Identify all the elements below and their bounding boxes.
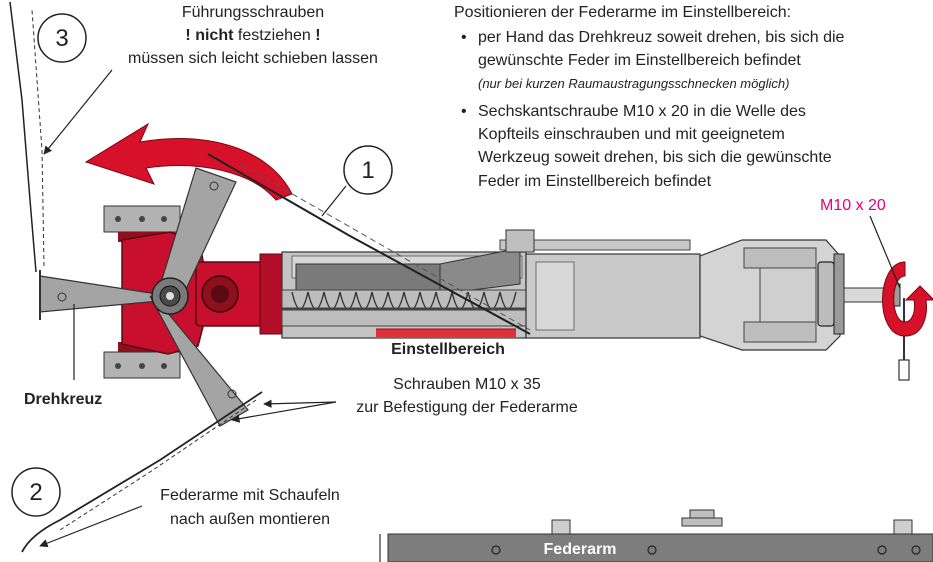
spring-arm-plate	[379, 509, 933, 562]
screws-callout: Schrauben M10 x 35 zur Befestigung der F…	[356, 376, 578, 416]
svg-text:2: 2	[29, 479, 42, 506]
turntable-label: Drehkreuz	[24, 391, 102, 408]
lower-mounting-bracket	[103, 342, 181, 379]
svg-text:3: 3	[55, 25, 68, 52]
spring-arm-label: Federarm	[544, 541, 617, 558]
marker-1: 1	[343, 145, 393, 195]
svg-text:•: •	[461, 29, 467, 46]
svg-text:Schrauben M10 x 35: Schrauben M10 x 35	[393, 376, 541, 393]
svg-text:1: 1	[361, 157, 374, 184]
svg-text:müssen sich leicht schieben la: müssen sich leicht schieben lassen	[128, 50, 378, 67]
marker-3: 3	[37, 13, 87, 63]
svg-text:Sechskantschraube M10 x 20 in: Sechskantschraube M10 x 20 in die Welle …	[478, 103, 806, 120]
svg-text:zur Befestigung der Federarme: zur Befestigung der Federarme	[356, 399, 578, 416]
adjust-zone-label: Einstellbereich	[391, 341, 505, 358]
wrench-tool	[898, 298, 910, 381]
svg-text:gewünschte Feder im Einstellbe: gewünschte Feder im Einstellbereich befi…	[478, 52, 801, 69]
svg-text:•: •	[461, 103, 467, 120]
bolt-size-label: M10 x 20	[820, 197, 886, 214]
svg-text:Federarme mit Schaufeln: Federarme mit Schaufeln	[160, 487, 340, 504]
marker-2: 2	[11, 467, 61, 517]
svg-text:Werkzeug soweit drehen, bis si: Werkzeug soweit drehen, bis sich die gew…	[478, 149, 832, 166]
svg-text:Kopfteils einschrauben und mit: Kopfteils einschrauben und mit geeignete…	[478, 126, 785, 143]
turntable-rotation-arrow	[84, 122, 293, 201]
spring-arms	[9, 1, 531, 553]
positioning-instructions: Positionieren der Federarme im Einstellb…	[454, 4, 845, 190]
svg-text:Feder im Einstellbereich befin: Feder im Einstellbereich befindet	[478, 173, 712, 190]
bolt-rotation-arrow	[882, 261, 933, 337]
svg-text:Positionieren der Federarme im: Positionieren der Federarme im Einstellb…	[454, 4, 791, 21]
svg-text:! nicht festziehen !: ! nicht festziehen !	[185, 27, 320, 44]
svg-text:nach außen montieren: nach außen montieren	[170, 511, 330, 528]
leader-lines	[39, 69, 901, 548]
svg-text:(nur bei kurzen Raumaustragung: (nur bei kurzen Raumaustragungsschnecken…	[478, 76, 789, 91]
turntable-arms	[39, 167, 249, 427]
spring-arms-callout: Federarme mit Schaufeln nach außen monti…	[160, 487, 340, 528]
svg-text:per Hand das Drehkreuz soweit: per Hand das Drehkreuz soweit drehen, bi…	[478, 29, 845, 46]
drive-head	[525, 239, 901, 351]
svg-text:Führungsschrauben: Führungsschrauben	[182, 4, 324, 21]
guide-screws-callout: Führungsschrauben ! nicht festziehen ! m…	[128, 4, 378, 67]
